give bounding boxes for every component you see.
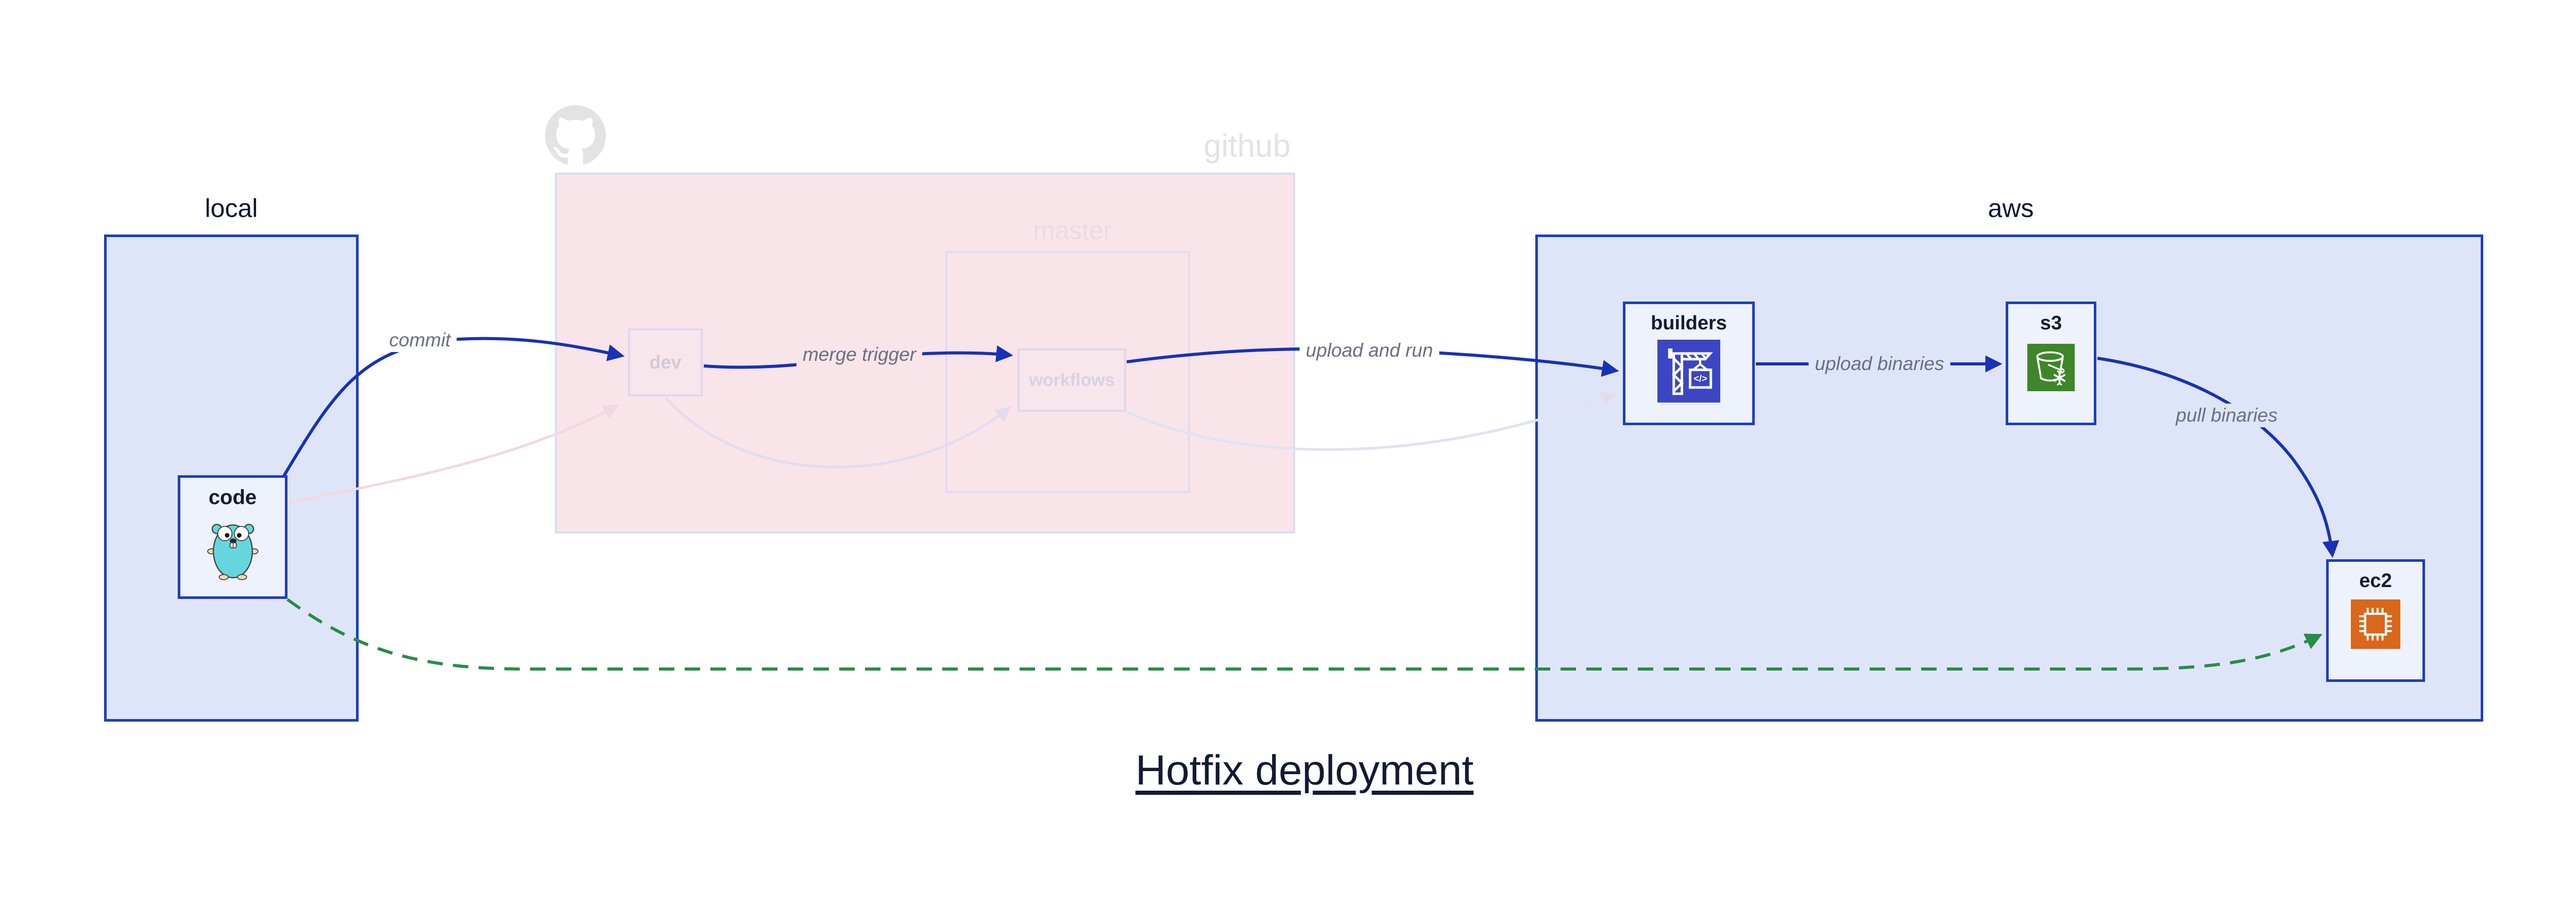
group-github-label: github xyxy=(1204,128,1291,164)
node-workflows: workflows xyxy=(1018,348,1126,412)
edge-faded-dev-workflows xyxy=(665,397,1011,469)
edge-pull-binaries xyxy=(2097,357,2340,558)
ec2-chip-icon xyxy=(2351,599,2400,649)
edge-label-upload-and-run: upload and run xyxy=(1299,339,1439,362)
edge-commit xyxy=(282,337,625,478)
node-dev: dev xyxy=(628,328,703,396)
go-gopher-icon xyxy=(207,514,259,581)
node-code-label: code xyxy=(208,486,257,509)
github-octocat-icon xyxy=(545,103,606,168)
edge-label-commit: commit xyxy=(383,328,457,352)
codebuild-crane-icon: </> xyxy=(1657,340,1720,403)
group-local-label: local xyxy=(205,194,258,223)
node-builders-label: builders xyxy=(1651,312,1727,334)
node-ec2-label: ec2 xyxy=(2359,570,2392,592)
group-master-label: master xyxy=(1033,216,1112,245)
edge-faded-code-dev xyxy=(288,405,619,504)
edge-hotfix-direct xyxy=(286,598,2323,671)
diagram-title: Hotfix deployment xyxy=(1135,747,1474,794)
edge-faded-workflows-builders xyxy=(1126,391,1617,451)
node-code: code xyxy=(178,475,287,599)
edge-label-upload-binaries: upload binaries xyxy=(1808,352,1951,376)
node-builders: builders </> xyxy=(1623,302,1755,425)
edge-label-pull-binaries: pull binaries xyxy=(2170,404,2284,427)
node-workflows-label: workflows xyxy=(1029,370,1115,390)
node-s3: s3 xyxy=(2006,302,2096,425)
node-s3-label: s3 xyxy=(2040,312,2062,334)
s3-bucket-icon xyxy=(2027,344,2075,391)
codebuild-code-glyph: </> xyxy=(1693,373,1707,384)
group-aws-label: aws xyxy=(1988,194,2034,223)
edge-label-merge-trigger: merge trigger xyxy=(796,343,923,366)
node-dev-label: dev xyxy=(649,352,682,373)
node-ec2: ec2 xyxy=(2326,559,2425,682)
group-master xyxy=(945,251,1190,493)
